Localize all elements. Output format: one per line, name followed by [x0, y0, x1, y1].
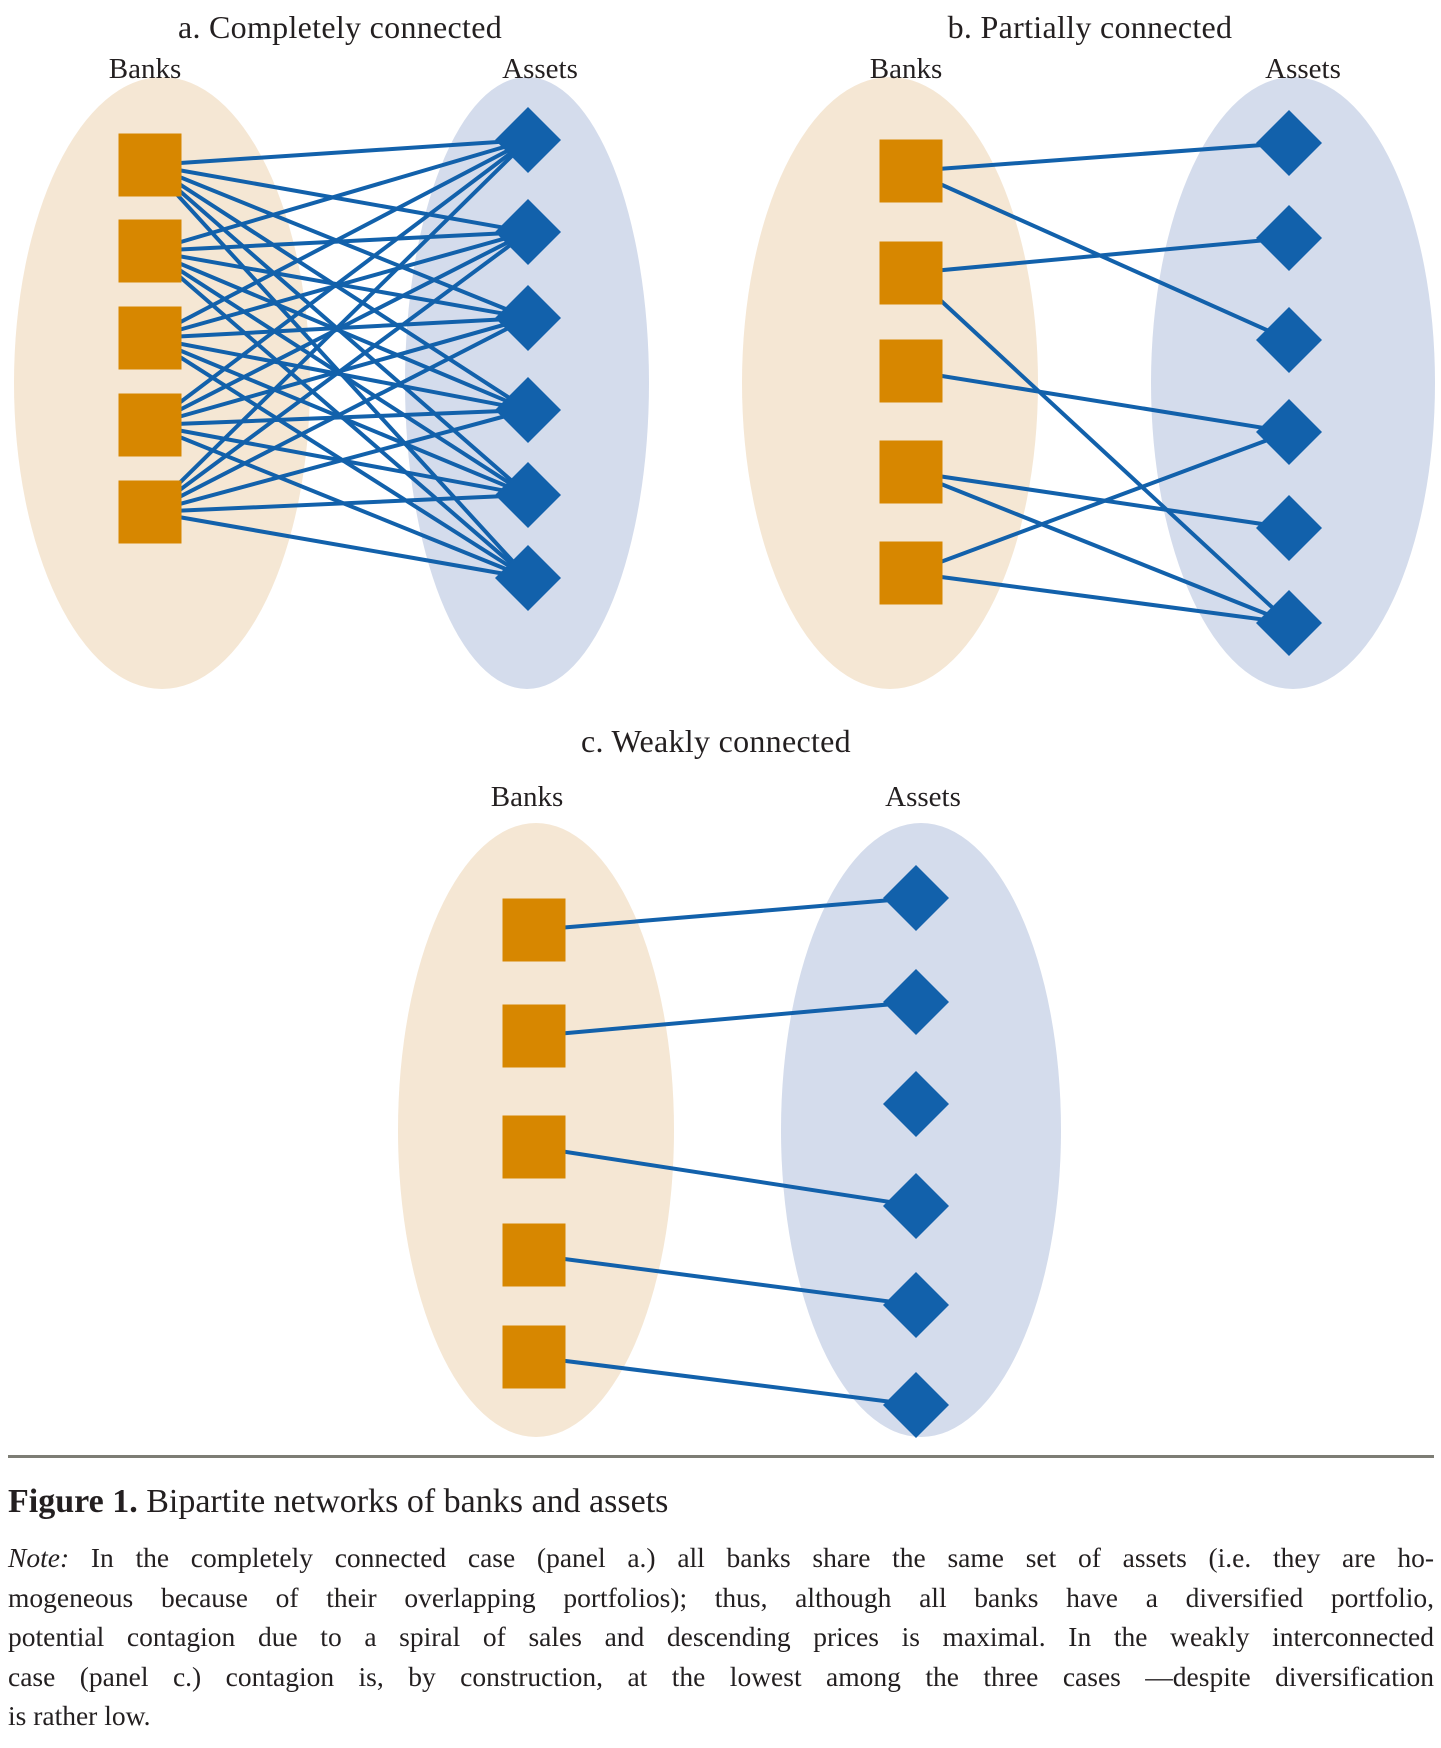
edge-bank3-asset1	[149, 138, 529, 340]
caption-separator-rule	[8, 1455, 1434, 1458]
asset-node-1	[883, 865, 949, 931]
edge-bank5-asset5	[149, 493, 529, 514]
panel-c-banks-label: Banks	[491, 781, 564, 813]
panel-b-title: b. Partially connected	[948, 9, 1233, 45]
figure-caption-heading: Figure 1. Bipartite networks of banks an…	[8, 1480, 1434, 1524]
asset-node-6	[495, 545, 561, 611]
banks-ellipse	[14, 77, 310, 689]
bank-node-2	[502, 1004, 566, 1068]
note-line-1: Note: In the completely connected case (…	[8, 1538, 1434, 1578]
bank-node-4	[879, 440, 943, 504]
bank-node-3	[502, 1115, 566, 1179]
panel-b-banks-label: Banks	[870, 53, 943, 85]
edge-bank4-asset4	[149, 408, 529, 427]
bank-node-5	[502, 1325, 566, 1389]
figure-note: Note: In the completely connected case (…	[8, 1538, 1434, 1736]
bank-node-3	[118, 306, 182, 370]
edge-bank5-asset6	[149, 510, 529, 580]
edge-bank1-asset1	[149, 138, 529, 167]
bank-node-5	[118, 480, 182, 544]
panel-c-assets-label: Assets	[885, 781, 961, 813]
bank-node-2	[118, 219, 182, 283]
asset-node-4	[1256, 399, 1322, 465]
panel-a-assets-label: Assets	[502, 53, 578, 85]
bank-node-1	[879, 139, 943, 203]
edge-bank4-asset5	[533, 1253, 917, 1307]
bank-node-4	[502, 1223, 566, 1287]
note-label: Note:	[8, 1542, 70, 1573]
edge-bank5-asset4	[910, 430, 1290, 575]
note-line-1-text: In the completely connected case (panel …	[69, 1542, 1434, 1573]
panel-a-banks-label: Banks	[109, 53, 182, 85]
edge-bank2-asset1	[149, 138, 529, 253]
edge-bank2-asset2	[533, 1000, 917, 1038]
edge-bank5-asset4	[149, 408, 529, 514]
assets-ellipse	[1151, 77, 1435, 689]
edge-bank4-asset5	[910, 470, 1290, 530]
asset-node-6	[883, 1372, 949, 1438]
asset-node-4	[495, 377, 561, 443]
figure-title-text: Bipartite networks of banks and assets	[137, 1483, 669, 1520]
asset-node-3	[1256, 307, 1322, 373]
note-line-3: potential contagion due to a spiral of s…	[8, 1621, 1434, 1652]
bank-node-3	[879, 339, 943, 403]
edge-bank3-asset4	[910, 369, 1290, 434]
edge-bank4-asset1	[148, 138, 530, 427]
figure-number-label: Figure 1.	[8, 1483, 138, 1520]
asset-node-5	[495, 462, 561, 528]
asset-node-5	[883, 1272, 949, 1338]
edge-bank5-asset1	[148, 138, 530, 514]
note-line-5: is rather low.	[8, 1700, 151, 1731]
bank-node-5	[879, 541, 943, 605]
panel-b-assets-label: Assets	[1265, 53, 1341, 85]
note-line-2: mogeneous because of their overlapping p…	[8, 1581, 1434, 1613]
asset-node-3	[883, 1071, 949, 1137]
asset-node-6	[1256, 590, 1322, 656]
asset-node-2	[883, 969, 949, 1035]
edge-bank5-asset3	[149, 316, 529, 514]
edge-bank4-asset6	[910, 470, 1290, 625]
bank-node-1	[502, 898, 566, 962]
panel-a-title: a. Completely connected	[178, 9, 502, 45]
edge-bank1-asset2	[149, 163, 529, 234]
edge-bank1-asset1	[910, 141, 1290, 173]
asset-node-1	[1256, 110, 1322, 176]
asset-node-1	[495, 107, 561, 173]
asset-node-4	[883, 1173, 949, 1239]
edge-bank5-asset6	[910, 571, 1290, 625]
asset-node-2	[495, 199, 561, 265]
edge-bank2-asset2	[910, 236, 1290, 275]
edge-bank5-asset6	[533, 1355, 917, 1407]
edge-bank5-asset2	[148, 230, 530, 514]
note-line-4: case (panel c.) contagion is, by constru…	[8, 1660, 1434, 1692]
bank-node-4	[118, 393, 182, 457]
asset-node-2	[1256, 205, 1322, 271]
asset-node-3	[495, 285, 561, 351]
bank-node-2	[879, 241, 943, 305]
bank-node-1	[118, 133, 182, 197]
edge-bank1-asset1	[533, 896, 917, 932]
panel-c-title: c. Weakly connected	[581, 723, 851, 759]
edge-bank2-asset6	[909, 271, 1291, 625]
edge-bank2-asset2	[149, 230, 529, 253]
asset-node-5	[1256, 495, 1322, 561]
figure-caption: Figure 1. Bipartite networks of banks an…	[8, 1480, 1434, 1736]
edge-bank3-asset4	[533, 1145, 917, 1208]
edge-bank1-asset4	[148, 163, 530, 412]
